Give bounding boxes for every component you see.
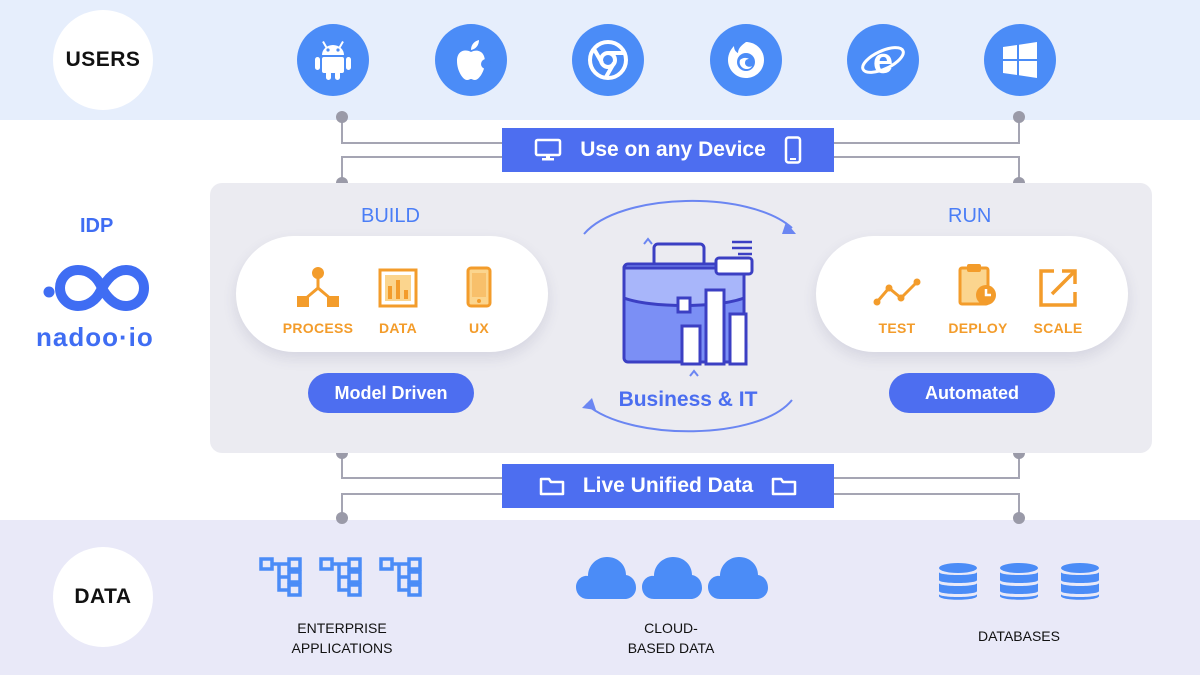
- run-item-test: TEST: [852, 262, 942, 336]
- data-label: DATA: [53, 547, 153, 647]
- model-driven-button[interactable]: Model Driven: [308, 373, 474, 413]
- expand-icon: [1039, 269, 1077, 307]
- firefox-icon: [728, 42, 764, 78]
- databases-icons: [938, 563, 1100, 601]
- run-item-label: SCALE: [1033, 320, 1083, 336]
- trend-icon: [873, 278, 921, 306]
- monitor-icon: [534, 138, 562, 161]
- platform-apple: [435, 24, 507, 96]
- android-icon: [315, 41, 351, 80]
- enterprise-apps-label: ENTERPRISE APPLICATIONS: [272, 618, 412, 658]
- folder-icon: [539, 477, 565, 496]
- source-label-line: BASED DATA: [627, 640, 715, 656]
- run-title: RUN: [948, 205, 992, 227]
- mobile-ux-icon: [466, 266, 492, 308]
- hierarchy-icon: [259, 557, 302, 597]
- build-item-label: PROCESS: [282, 320, 354, 336]
- build-item-label: UX: [468, 320, 490, 336]
- build-item-label: DATA: [378, 320, 417, 336]
- folder-icon: [771, 477, 797, 496]
- source-label-line: CLOUD-: [644, 620, 698, 636]
- database-icon: [939, 563, 977, 600]
- enterprise-apps-icons: [259, 557, 423, 597]
- database-icon: [1061, 563, 1099, 600]
- build-item-process: PROCESS: [273, 262, 363, 336]
- phone-icon: [784, 136, 802, 164]
- logo-text: nadoo·io: [36, 322, 154, 352]
- platform-firefox: [710, 24, 782, 96]
- hierarchy-icon: [319, 557, 362, 597]
- nadoo-logo-icon: [43, 264, 150, 312]
- hierarchy-icon: [379, 557, 422, 597]
- run-item-deploy: DEPLOY: [933, 262, 1023, 336]
- cycle-arrows: [582, 200, 796, 433]
- source-label-line: DATABASES: [978, 628, 1060, 644]
- platform-android: [297, 24, 369, 96]
- apple-icon: [457, 40, 491, 80]
- device-bar: Use on any Device: [502, 128, 834, 172]
- cloud-data-label: CLOUD- BASED DATA: [601, 618, 741, 658]
- automated-button[interactable]: Automated: [889, 373, 1055, 413]
- device-bar-label: Use on any Device: [580, 138, 766, 161]
- clipboard-clock-icon: [958, 264, 996, 306]
- build-item-data: DATA: [353, 262, 443, 336]
- chrome-icon: [588, 40, 628, 80]
- source-label-line: ENTERPRISE: [297, 620, 387, 636]
- windows-icon: [1003, 42, 1037, 78]
- cloud-data-icons: [576, 555, 768, 601]
- users-label: USERS: [53, 10, 153, 110]
- business-it-label: Business & IT: [618, 388, 758, 411]
- cloud-icon: [708, 557, 768, 599]
- idp-title: IDP: [80, 215, 114, 237]
- platform-chrome: [572, 24, 644, 96]
- svg-text:e: e: [873, 40, 893, 81]
- platform-windows: [984, 24, 1056, 96]
- cloud-icon: [642, 557, 702, 599]
- chart-icon: [378, 268, 418, 308]
- platform-ie: e: [847, 24, 919, 96]
- database-icon: [1000, 563, 1038, 600]
- cloud-icon: [576, 557, 636, 599]
- run-item-label: DEPLOY: [948, 320, 1008, 336]
- build-item-ux: UX: [434, 262, 524, 336]
- run-item-scale: SCALE: [1013, 262, 1103, 336]
- source-label-line: APPLICATIONS: [291, 640, 393, 656]
- run-item-label: TEST: [878, 320, 916, 336]
- data-bar: Live Unified Data: [502, 464, 834, 508]
- databases-label: DATABASES: [949, 626, 1089, 646]
- process-icon: [297, 267, 339, 307]
- internet-explorer-icon: e: [861, 40, 905, 81]
- data-bar-label: Live Unified Data: [582, 474, 754, 497]
- build-title: BUILD: [361, 205, 420, 227]
- briefcase-icon: [622, 237, 754, 377]
